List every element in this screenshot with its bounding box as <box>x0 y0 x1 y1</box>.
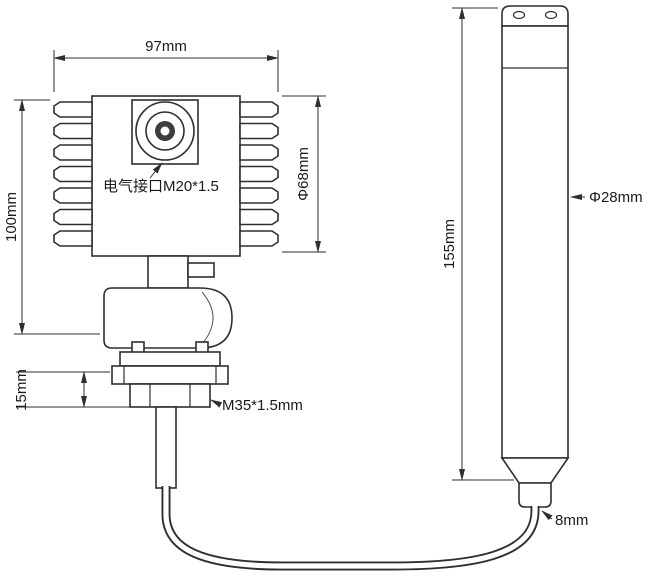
fin <box>239 187 279 204</box>
probe-bottom-taper <box>500 457 570 484</box>
housing-fins-right <box>239 101 279 247</box>
dim-label-probe-length: 155mm <box>441 219 458 269</box>
fin <box>239 208 279 226</box>
dim-label-top-width: 97mm <box>145 38 187 55</box>
leader-line <box>210 399 223 408</box>
connection-cable <box>161 486 540 571</box>
callout-electrical-interface: 电气接口M20*1.5 <box>103 162 219 195</box>
display-window-center <box>160 126 170 136</box>
transmitter-drawing <box>53 95 279 489</box>
label-probe-diameter: Φ28mm <box>589 189 643 206</box>
probe-cap-hole-right <box>544 10 558 20</box>
cable-outline <box>161 486 540 571</box>
probe-cable-gland <box>518 482 552 508</box>
leader-line <box>149 162 163 179</box>
fin <box>239 230 279 247</box>
fin <box>53 208 93 226</box>
fin <box>53 122 93 140</box>
callout-cable-diameter: 8mm <box>541 510 588 529</box>
dim-label-left-height: 100mm <box>3 192 20 242</box>
fin <box>239 165 279 183</box>
dimension-probe-length: 155mm <box>441 7 514 481</box>
label-electrical-interface: 电气接口M20*1.5 <box>103 178 219 195</box>
probe-top-cap <box>501 5 569 27</box>
stem-tube <box>155 406 177 489</box>
process-housing-arc <box>201 291 214 345</box>
dimension-top-width: 97mm <box>53 38 279 92</box>
process-housing <box>103 287 233 349</box>
fin <box>239 122 279 140</box>
flange-plate-lower <box>111 365 229 385</box>
probe-cap-hole-left <box>512 10 526 20</box>
hex-nut <box>129 383 211 408</box>
label-cable-diameter: 8mm <box>555 512 588 529</box>
housing-fins-left <box>53 101 93 247</box>
fin <box>53 187 93 204</box>
probe-body <box>501 25 569 459</box>
fin <box>239 101 279 118</box>
probe-drawing <box>500 5 570 508</box>
dim-label-flange-height: 15mm <box>13 369 30 411</box>
dimension-left-height: 100mm <box>3 99 100 335</box>
fin <box>53 144 93 161</box>
fin <box>53 101 93 118</box>
leader-line <box>541 510 553 521</box>
label-process-thread: M35*1.5mm <box>222 397 303 414</box>
fin <box>239 144 279 161</box>
callout-process-thread: M35*1.5mm <box>210 397 303 414</box>
callout-probe-diameter: Φ28mm <box>570 189 643 206</box>
cable-core <box>163 486 538 569</box>
fin <box>53 230 93 247</box>
neck <box>147 255 189 289</box>
dimension-flange-height: 15mm <box>13 369 152 411</box>
neck-side-tab <box>187 262 215 278</box>
fin <box>53 165 93 183</box>
dim-label-body-diameter: Φ68mm <box>295 147 312 201</box>
flange-plate-upper <box>119 351 221 367</box>
dimension-body-diameter: Φ68mm <box>282 95 326 253</box>
